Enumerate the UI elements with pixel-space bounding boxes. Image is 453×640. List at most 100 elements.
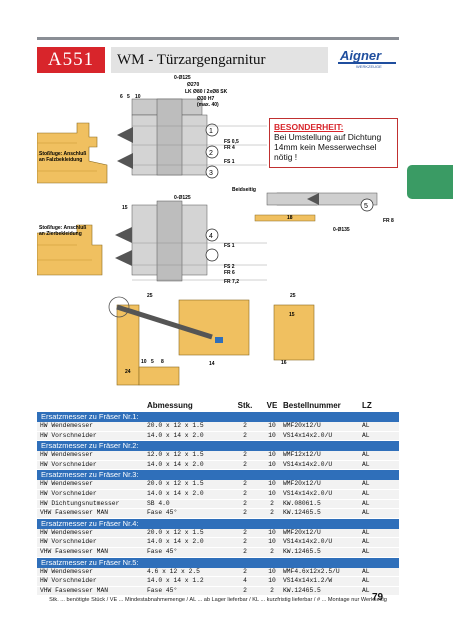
label-dim18: 18	[287, 215, 293, 221]
label-dim10b: 10	[141, 359, 147, 365]
page-number: 79	[372, 592, 384, 603]
cell-nr: WMF12x12/U	[283, 451, 321, 459]
spare-parts-table: Abmessung Stk. VE Bestellnummer LZ Ersat…	[37, 399, 399, 605]
cell-stk: 2	[243, 538, 247, 546]
circ-1: 1	[209, 128, 213, 135]
cell-stk: 2	[243, 509, 247, 517]
label-dim6: 6	[120, 94, 123, 100]
cell-nr: WMF20x12/U	[283, 528, 321, 536]
cell-name: HW Wendemesser	[40, 528, 93, 536]
logo-swoosh	[338, 62, 396, 64]
cell-lz: AL	[362, 499, 370, 507]
cell-ve: 2	[270, 586, 274, 594]
product-code: A551	[37, 47, 105, 73]
label-zier-1: Stoßfuge: Anschluß	[39, 225, 86, 231]
table-body: Ersatzmesser zu Fräser Nr.1:HW Wendemess…	[37, 412, 399, 597]
group-title: Ersatzmesser zu Fräser Nr.2:	[37, 441, 399, 452]
cell-ve: 10	[268, 480, 276, 488]
label-falz-2: an Falzbekleidung	[39, 157, 82, 163]
table-header: Abmessung Stk. VE Bestellnummer LZ	[37, 399, 399, 412]
group-title: Ersatzmesser zu Fräser Nr.5:	[37, 557, 399, 568]
note-text: Bei Umstellung auf Dichtung 14mm kein Me…	[274, 132, 382, 162]
logo-sub: WERKZEUGE	[356, 64, 382, 69]
section-tab[interactable]	[407, 165, 453, 199]
cell-nr: KW.08061.5	[283, 499, 321, 507]
cell-lz: AL	[362, 567, 370, 575]
cell-stk: 2	[243, 489, 247, 497]
assembly-bottom	[108, 296, 315, 386]
col-bestell: Bestellnummer	[283, 401, 341, 410]
label-fr6: FR 6	[224, 270, 235, 276]
cell-name: HW Wendemesser	[40, 451, 93, 459]
cell-lz: AL	[362, 509, 370, 517]
cell-lz: AL	[362, 480, 370, 488]
cell-dim: 14.0 x 14 x 2.0	[147, 538, 204, 546]
cell-ve: 2	[270, 509, 274, 517]
cell-ve: 2	[270, 547, 274, 555]
cell-lz: AL	[362, 547, 370, 555]
cell-ve: 10	[268, 489, 276, 497]
col-stk: Stk.	[237, 401, 253, 410]
cell-ve: 10	[268, 538, 276, 546]
cell-dim: 20.0 x 12 x 1.5	[147, 528, 204, 536]
cell-stk: 2	[243, 431, 247, 439]
technical-drawing: Stoßfuge: Anschluß an Falzbekleidung Sto…	[36, 75, 399, 394]
cell-stk: 2	[243, 422, 247, 429]
cell-dim: 20.0 x 12 x 1.5	[147, 480, 204, 488]
cell-dim: Fase 45°	[147, 586, 178, 594]
col-ve: VE	[266, 401, 278, 410]
cell-dim: 20.0 x 12 x 1.5	[147, 422, 204, 429]
cell-dim: 12.0 x 12 x 1.5	[147, 451, 204, 459]
cell-lz: AL	[362, 586, 370, 594]
circ-4: 4	[209, 233, 213, 240]
cell-nr: WMF4.6x12x2.5/U	[283, 567, 340, 575]
cell-nr: WMF20x12/U	[283, 480, 321, 488]
cell-nr: VS14x14x2.0/U	[283, 460, 333, 468]
tool-assembly-mid	[36, 200, 267, 282]
wood-profile-top	[36, 122, 133, 184]
cell-nr: VS14x14x2.0/U	[283, 538, 333, 546]
cell-dim: SB 4.0	[147, 499, 170, 507]
cell-nr: VS14x14x2.0/U	[283, 489, 333, 497]
label-falz-1: Stoßfuge: Anschluß	[39, 151, 86, 157]
label-zier-2: an Zierbekleidung	[39, 231, 82, 237]
label-dim25b: 25	[290, 293, 296, 299]
cell-ve: 10	[268, 577, 276, 585]
cell-stk: 2	[243, 586, 247, 594]
cell-name: HW Vorschneider	[40, 431, 97, 439]
label-bore2: (max. 40)	[197, 102, 219, 108]
label-dim8: 8	[161, 359, 164, 365]
label-dim5b: 5	[151, 359, 154, 365]
cell-lz: AL	[362, 577, 370, 585]
brand-logo: Aigner WERKZEUGE	[334, 47, 399, 73]
cell-nr: KW.12465.5	[283, 547, 321, 555]
cell-lz: AL	[362, 460, 370, 468]
cell-dim: Fase 45°	[147, 547, 178, 555]
cell-name: HW Vorschneider	[40, 460, 97, 468]
cell-dim: 14.0 x 14 x 2.0	[147, 460, 204, 468]
drawing-svg: Stoßfuge: Anschluß an Falzbekleidung Sto…	[36, 75, 394, 386]
top-rule	[37, 37, 399, 40]
cell-lz: AL	[362, 538, 370, 546]
cell-stk: 4	[243, 577, 247, 585]
cell-lz: AL	[362, 431, 370, 439]
label-dim5: 5	[127, 94, 130, 100]
label-fr72: FR 7,2	[224, 279, 239, 285]
cell-ve: 10	[268, 431, 276, 439]
label-d270: Ø270	[187, 82, 199, 88]
group-title: Ersatzmesser zu Fräser Nr.3:	[37, 470, 399, 481]
cell-dim: 14.0 x 14 x 1.2	[147, 577, 204, 585]
label-fs05: FS 0,5	[224, 139, 239, 145]
cell-ve: 2	[270, 499, 274, 507]
cell-name: VHW Fasemesser MAN	[40, 547, 109, 555]
tool-assembly-top	[131, 98, 267, 179]
label-lk: LK Ø80 / 2xØ8 SK	[185, 89, 228, 95]
